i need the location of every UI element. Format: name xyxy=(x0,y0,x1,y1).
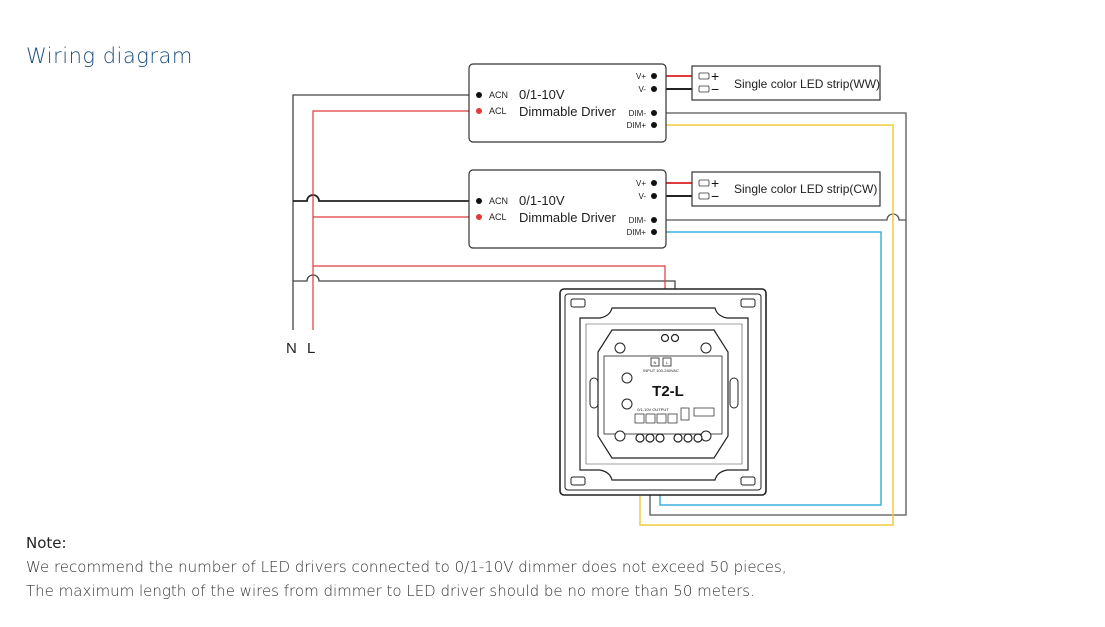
dimmer-input-wire-entries xyxy=(660,333,680,343)
strip-ww-minus: − xyxy=(711,81,719,97)
mains-neutral-label: N xyxy=(286,340,297,357)
dimmer-t2l: N L INPUT 100-240VAC T2-L 0/1-10V OUTPUT xyxy=(559,288,767,496)
driver1-name-line1: 0/1-10V xyxy=(519,87,565,102)
strip-cw-plus: + xyxy=(711,175,719,191)
driver2-name-line2: Dimmable Driver xyxy=(519,210,616,225)
driver2-dimplus-label: DIM+ xyxy=(627,228,647,237)
strip-cw-minus: − xyxy=(711,188,719,204)
neutral-wire-trunk xyxy=(292,94,478,330)
driver2-acn-label: ACN xyxy=(489,196,508,206)
driver-2: ACN ACL 0/1-10V Dimmable Driver V+ V- DI… xyxy=(468,169,667,249)
strip-cw-label: Single color LED strip(CW) xyxy=(734,182,877,196)
driver2-vplus-label: V+ xyxy=(636,179,646,188)
strip-ww-plus: + xyxy=(711,68,719,84)
driver1-vplus-label: V+ xyxy=(636,72,646,81)
driver1-vminus-label: V- xyxy=(638,85,646,94)
driver1-dimminus-label: DIM- xyxy=(629,109,647,118)
driver1-name-line2: Dimmable Driver xyxy=(519,104,616,119)
led-strip-ww: + − Single color LED strip(WW) xyxy=(691,65,881,101)
driver2-name-line1: 0/1-10V xyxy=(519,193,565,208)
module-screw-icons xyxy=(614,342,712,442)
page-title: Wiring diagram xyxy=(26,44,193,68)
driver-1: ACN ACL 0/1-10V Dimmable Driver V+ V- DI… xyxy=(468,63,667,143)
output-terminal-block xyxy=(634,407,715,424)
driver2-dimminus-label: DIM- xyxy=(629,216,647,225)
driver2-acl-label: ACL xyxy=(489,212,507,222)
neutral-wire-driver2 xyxy=(293,194,478,202)
driver1-dimplus-label: DIM+ xyxy=(627,121,647,130)
dimmer-terminal-n: N xyxy=(654,360,657,365)
driver1-acl-label: ACL xyxy=(489,106,507,116)
dimmer-model: T2-L xyxy=(652,383,684,400)
dim-plus-wire-driver1 xyxy=(639,124,894,526)
live-wire-trunk xyxy=(312,110,478,330)
led-strip-cw: + − Single color LED strip(CW) xyxy=(691,171,881,207)
dimmer-terminal-l: L xyxy=(666,360,669,365)
strip-ww-label: Single color LED strip(WW) xyxy=(734,77,880,91)
neutral-wire-dimmer xyxy=(293,274,676,338)
note-line-1: We recommend the number of LED drivers c… xyxy=(26,558,787,576)
mains-live-label: L xyxy=(307,340,315,357)
frame-screw-icons xyxy=(570,298,756,486)
dimmer-output-label: 0/1-10V OUTPUT xyxy=(637,407,669,412)
dimmer-input-label: INPUT 100-240VAC xyxy=(643,368,679,373)
dimmer-wire-entries xyxy=(635,433,703,443)
note-heading: Note: xyxy=(26,534,67,552)
driver2-vminus-label: V- xyxy=(638,192,646,201)
note-line-2: The maximum length of the wires from dim… xyxy=(26,582,755,600)
driver1-acn-label: ACN xyxy=(489,90,508,100)
dim-minus-wire-driver2 xyxy=(654,213,906,221)
